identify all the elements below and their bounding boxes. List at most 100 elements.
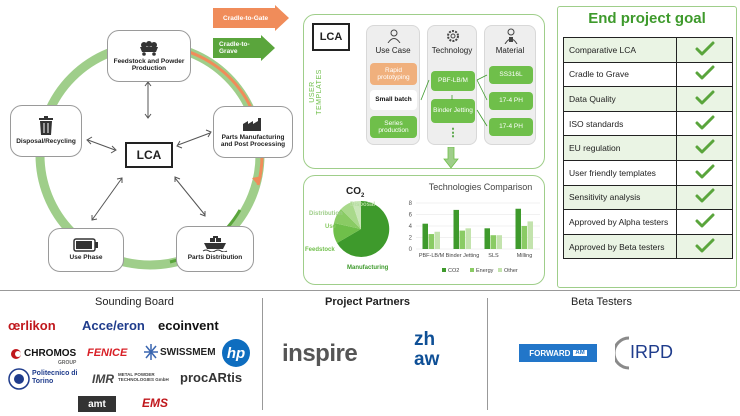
goal-row: ISO standards [563,110,733,137]
use-case-column: Use Case Rapid prototyping Small batch S… [366,25,420,145]
checkmark-icon [695,90,714,105]
pie-slice-distribution [341,202,361,229]
category-label: PBF-LB/M [419,253,445,259]
goal-row: User friendly templates [563,159,733,186]
bar-energy [428,234,434,249]
bar-other [434,231,440,249]
pie-slice-manufacturing [337,200,390,257]
bar-energy [490,235,496,249]
bar-chart-title: Technologies Comparison [428,182,533,192]
battery-icon [73,238,98,253]
chemist-icon [504,28,518,44]
y-tick-label: 2 [409,236,413,242]
lca-center-label: LCA [136,148,162,162]
ship-icon [202,236,228,253]
bar-co2 [453,209,459,249]
goal-check-cell [676,159,733,186]
checkmark-icon [695,115,714,130]
stage-manufacturing: Parts Manufacturing and Post Processing [213,106,293,158]
pie-slice-use [334,209,361,229]
technology-column: Technology PBF-LB/M Binder Jetting ⋮ [427,25,477,145]
fenice-logo: FENICE [87,347,128,359]
goal-check-cell [676,184,733,211]
stage-feedstock: Feedstock and Powder Production [107,30,191,82]
use-case-small-batch[interactable]: Small batch [370,90,417,110]
trash-bin-icon [39,116,53,136]
lca-center-box: LCA [125,142,173,168]
y-tick-label: 8 [409,201,413,207]
pie-label-distribution: Distribution [309,211,343,217]
chromos-group-label: GROUP [58,360,77,366]
accelleron-logo: Acce/eron [82,318,145,333]
goal-row: Sensitivity analysis [563,184,733,211]
polito-logo: Politecnico di Torino [32,370,78,385]
pie-label-manufacturing: Manufacturing [347,265,389,271]
use-case-series-production[interactable]: Series production [370,116,417,138]
template-connectors [420,74,488,127]
factory-icon [243,117,261,131]
use-case-rapid-prototyping[interactable]: Rapid prototyping [370,63,417,85]
legend-label: Other [504,268,518,274]
goal-check-cell [676,233,733,260]
goal-check-cell [676,135,733,161]
technology-pbf-lb-m[interactable]: PBF-LB/M [431,71,475,91]
material-column: Material SS316L 17-4 PH 17-4 PH [484,25,536,145]
forward-am-badge: AM [573,350,587,356]
bar-energy [459,230,465,249]
material-17-4ph-a[interactable]: 17-4 PH [489,92,533,110]
goal-frame [557,6,737,288]
scope-arrows [213,5,289,61]
goal-row: Cradle to Grave [563,61,733,88]
ecoinvent-logo: ecoinvent [158,318,219,333]
material-ss316l[interactable]: SS316L [489,66,533,84]
pie-title-sub: 2 [361,193,365,199]
chromos-logo: CHROMOS [24,348,77,359]
amt-logo: amt [78,396,116,412]
goal-item-label: EU regulation [563,135,677,161]
down-arrow-icon [443,147,459,169]
category-label: Binder Jetting [446,253,480,259]
category-label: SLS [488,253,499,259]
sounding-board-title: Sounding Board [95,296,174,308]
technology-title: Technology [431,46,473,55]
ems-logo: EMS [142,396,169,410]
stage-distribution: Parts Distribution [176,226,254,272]
goal-title: End project goal [588,10,706,27]
zhaw-logo-top: zh [414,329,436,350]
technology-binder-jetting[interactable]: Binder Jetting [431,99,475,123]
partners-divider-right [487,298,488,410]
hp-logo: hp [222,339,250,367]
imr-subtitle: METAL POWDER TECHNOLOGIES GmbH [118,372,169,382]
stage-use-label: Use Phase [69,254,103,262]
zhaw-logo-bottom: aw [414,349,440,370]
goal-check-cell [676,209,733,235]
material-17-4ph-b[interactable]: 17-4 PH [489,118,533,136]
imr-logo: IMR [92,372,114,386]
pie-label-disposal: Disposal [350,202,376,208]
legend-label: Energy [476,268,494,274]
goal-row: Approved by Beta testers [563,233,733,260]
forward-am-logo: FORWARD AM [519,344,597,362]
cradle-to-grave-tag: Cradle-to-Grave [219,41,250,55]
pie-title-main: CO [346,186,361,197]
forward-am-label: FORWARD [529,348,571,358]
goal-row: EU regulation [563,135,733,161]
goal-check-cell [676,37,733,63]
lca-template-label: LCA [319,31,343,43]
goal-item-label: User friendly templates [563,159,677,186]
checkmark-icon [695,188,714,203]
pie-title: CO2 [346,186,364,199]
procartis-logo: procARtis [180,370,243,385]
goal-check-cell [676,61,733,88]
y-tick-label: 4 [409,224,413,230]
bar-co2 [422,223,428,249]
technology-more-indicator: ⋮ [447,127,459,139]
legend-label: CO2 [448,268,459,274]
stage-manufacturing-label: Parts Manufacturing and Post Processing [220,133,286,148]
use-case-title: Use Case [375,46,411,55]
partners-divider-left [262,298,263,410]
bar-other [465,228,471,249]
co2-pie-chart [333,200,390,257]
